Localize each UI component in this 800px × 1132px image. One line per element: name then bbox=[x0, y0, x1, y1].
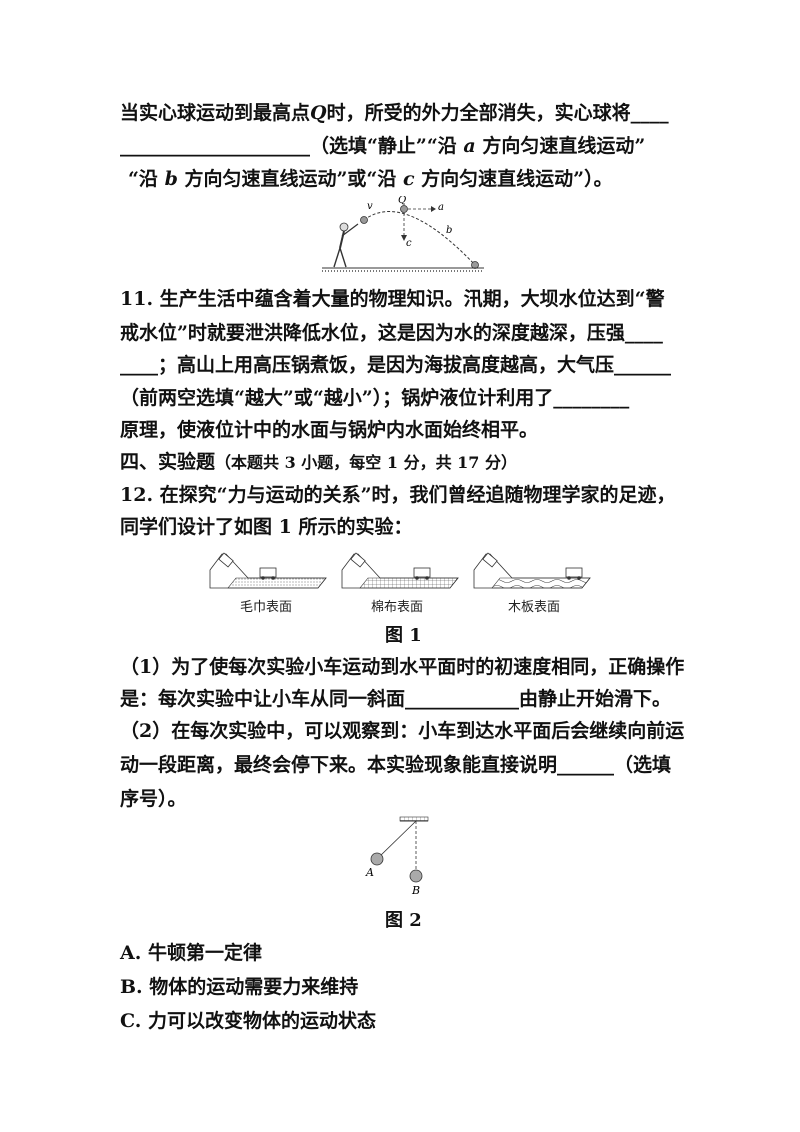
q10-var-b: b bbox=[164, 168, 178, 190]
q10-line-1: 当实心球运动到最高点Q时，所受的外力全部消失，实心球将____ bbox=[120, 100, 669, 126]
q10-text: 方向匀速直线运动”或“沿 bbox=[184, 168, 397, 190]
q10-line-3: “沿 b 方向匀速直线运动”或“沿 c 方向匀速直线运动”）。 bbox=[128, 166, 613, 192]
caption-wood: 木板表面 bbox=[508, 600, 561, 615]
section-heading: 四、实验题（本题共 3 小题，每空 1 分，共 17 分） bbox=[120, 449, 517, 476]
q10-text: ____________________（选填“静止”“沿 bbox=[120, 135, 457, 157]
q11-line-5: 原理，使液位计中的水面与锅炉内水面始终相平。 bbox=[120, 419, 539, 441]
q12-p2-line-1: （2）在每次实验中，可以观察到：小车到达水平面后会继续向前运 bbox=[120, 720, 685, 742]
figure-1-label: 图 1 bbox=[385, 625, 422, 646]
q10-text: 时，所受的外力全部消失，实心球将____ bbox=[326, 102, 669, 124]
caption-cotton: 棉布表面 bbox=[371, 600, 424, 615]
figure-2-label: 图 2 bbox=[385, 910, 422, 931]
q10-text: “沿 bbox=[128, 168, 158, 190]
q12-p1-line-2: 是：每次实验中让小车从同一斜面____________由静止开始滑下。 bbox=[120, 688, 672, 710]
q10-text: 方向匀速直线运动” bbox=[482, 135, 646, 157]
q10-var-a: a bbox=[463, 135, 476, 157]
label-v: v bbox=[367, 201, 373, 212]
label-c: c bbox=[406, 238, 412, 249]
q10-var-q: Q bbox=[310, 102, 327, 124]
q10-line-2: ____________________（选填“静止”“沿 a 方向匀速直线运动… bbox=[120, 133, 645, 159]
q10-var-c: c bbox=[402, 168, 415, 190]
q11-line-2: 戒水位”时就要泄洪降低水位，这是因为水的深度越深，压强____ bbox=[120, 322, 663, 344]
q11-line-3: ____；高山上用高压锅煮饭，是因为海拔高度越高，大气压______ bbox=[120, 354, 672, 376]
q12-p2-line-3: 序号）。 bbox=[120, 788, 187, 810]
throw-figure: v Q a b c bbox=[322, 196, 484, 272]
section-note: （本题共 3 小题，每空 1 分，共 17 分） bbox=[215, 453, 517, 472]
q10-text: 当实心球运动到最高点 bbox=[120, 102, 311, 124]
pendulum-label-b: B bbox=[411, 884, 420, 896]
caption-towel: 毛巾表面 bbox=[240, 600, 293, 615]
ramp-towel bbox=[209, 552, 327, 589]
label-q: Q bbox=[398, 196, 406, 206]
q12-p1-line-1: （1）为了使每次实验小车运动到水平面时的初速度相同，正确操作 bbox=[120, 656, 685, 678]
label-a: a bbox=[438, 202, 444, 213]
label-b: b bbox=[446, 225, 452, 236]
option-a: A. 牛顿第一定律 bbox=[120, 942, 262, 964]
q11-line-1: 11. 生产生活中蕴含着大量的物理知识。汛期，大坝水位达到“警 bbox=[120, 288, 665, 310]
q11-line-4: （前两空选填“越大”或“越小”）；锅炉液位计利用了________ bbox=[120, 387, 630, 409]
figure-1 bbox=[209, 552, 591, 589]
option-b: B. 物体的运动需要力来维持 bbox=[120, 976, 359, 998]
pendulum-label-a: A bbox=[365, 866, 374, 879]
ramp-cotton bbox=[341, 552, 459, 589]
q12-p2-line-2: 动一段距离，最终会停下来。本实验现象能直接说明______（选填 bbox=[120, 754, 672, 776]
option-c: C. 力可以改变物体的运动状态 bbox=[120, 1010, 377, 1032]
figure-2: A B bbox=[365, 816, 429, 896]
q10-text: 方向匀速直线运动”）。 bbox=[421, 168, 613, 190]
q12-line-1: 12. 在探究“力与运动的关系”时，我们曾经追随物理学家的足迹， bbox=[120, 484, 676, 506]
section-title: 四、实验题 bbox=[120, 451, 216, 473]
q12-line-2: 同学们设计了如图 1 所示的实验： bbox=[120, 516, 413, 538]
ramp-wood bbox=[473, 552, 591, 589]
